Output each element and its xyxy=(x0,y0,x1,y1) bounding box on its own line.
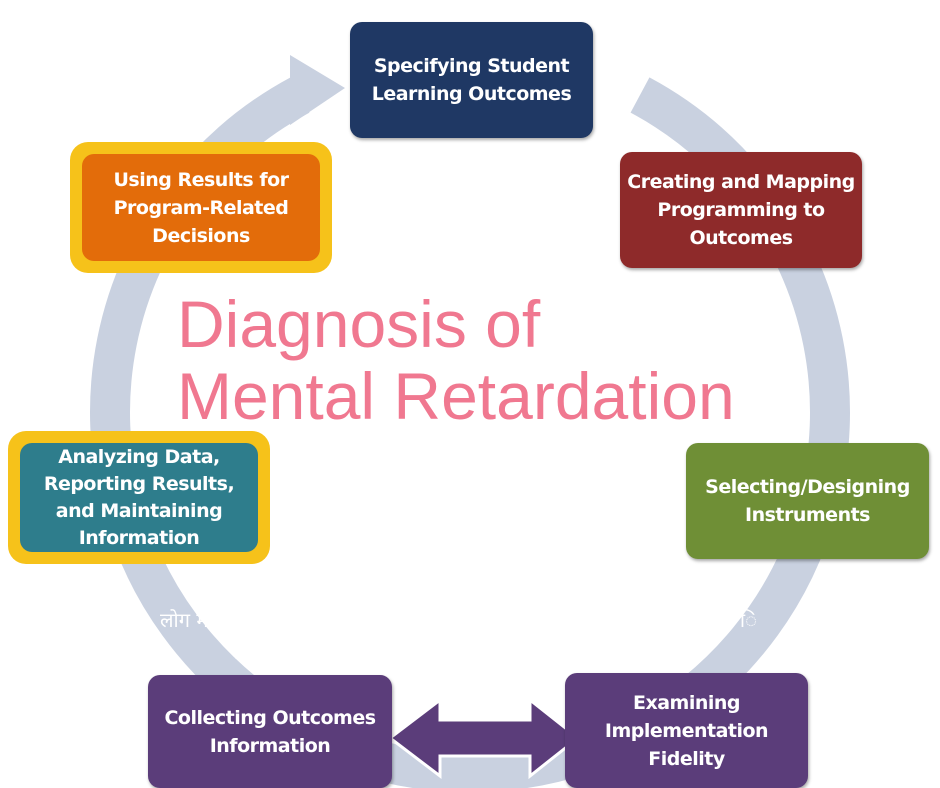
step-using-results: Using Results for Program-Related Decisi… xyxy=(82,154,320,261)
title-line-1: Diagnosis of xyxy=(177,287,541,361)
step-examining-fidelity: Examining Implementation Fidelity xyxy=(565,673,808,788)
ring-arc xyxy=(90,77,850,788)
watermark-hindi-right: , जो ि xyxy=(702,608,757,632)
step-label: Examining Implementation Fidelity xyxy=(604,691,769,770)
step-label: Using Results for Program-Related Decisi… xyxy=(113,168,289,247)
watermark-hindi-left: लोग म xyxy=(160,608,209,632)
step-selecting-instruments: Selecting/Designing Instruments xyxy=(686,443,929,559)
step-analyzing-data: Analyzing Data, Reporting Results, and M… xyxy=(20,443,258,552)
step-collecting-information: Collecting Outcomes Information xyxy=(148,675,392,788)
step-creating-mapping: Creating and Mapping Programming to Outc… xyxy=(620,152,862,268)
title-line-2: Mental Retardation xyxy=(177,359,735,433)
step-label: Analyzing Data, Reporting Results, and M… xyxy=(43,445,235,549)
step-label: Specifying Student Learning Outcomes xyxy=(371,55,572,105)
step-label: Selecting/Designing Instruments xyxy=(705,476,910,526)
step-label: Creating and Mapping Programming to Outc… xyxy=(627,171,855,249)
watermark-url-right: aring.com xyxy=(586,640,696,664)
step-specifying-outcomes: Specifying Student Learning Outcomes xyxy=(350,22,593,138)
watermark-url-left: www.lakshya xyxy=(232,640,374,664)
step-label: Collecting Outcomes Information xyxy=(164,706,376,757)
ring-arrowhead xyxy=(290,55,345,125)
